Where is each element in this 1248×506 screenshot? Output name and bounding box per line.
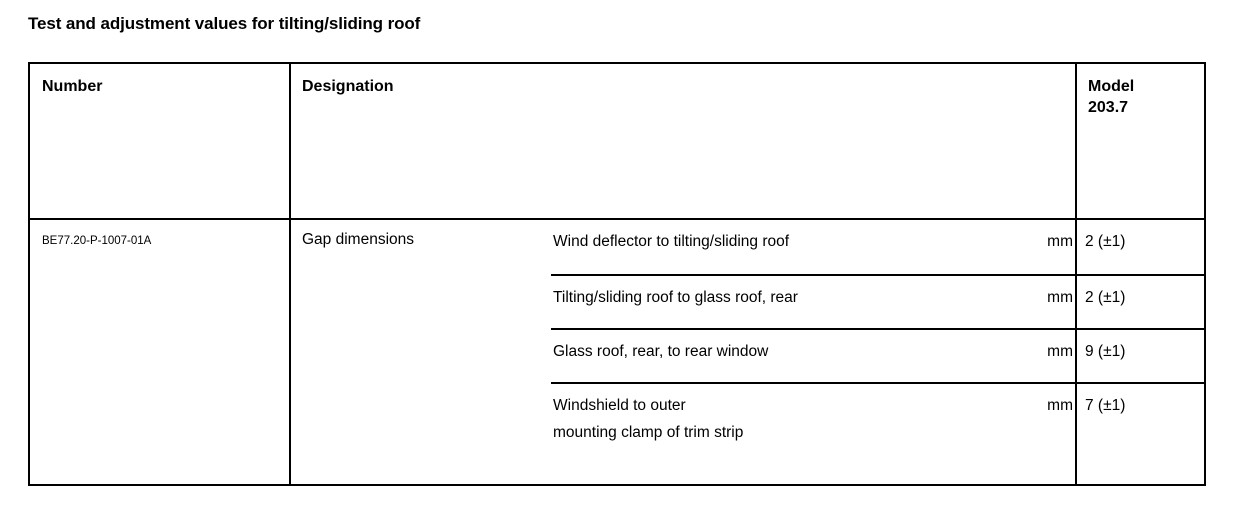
column-header-designation: Designation <box>302 78 394 95</box>
measurement-value: 2 (±1) <box>1085 233 1126 250</box>
measurement-value: 7 (±1) <box>1085 397 1126 414</box>
measurement-unit: mm <box>1047 289 1073 306</box>
measurement-list: Wind deflector to tilting/sliding roof m… <box>551 220 1204 484</box>
measurement-row-4: Windshield to outer mounting clamp of tr… <box>551 382 1204 488</box>
column-header-number: Number <box>42 78 103 95</box>
table-row: BE77.20-P-1007-01A Gap dimensions Wind d… <box>30 220 1204 484</box>
measurement-label: Windshield to outer mounting clamp of tr… <box>553 397 744 441</box>
cell-number-value: BE77.20-P-1007-01A <box>42 235 152 247</box>
measurement-label: Wind deflector to tilting/sliding roof <box>553 233 790 250</box>
column-header-model: Model 203.7 <box>1088 78 1135 116</box>
measurement-row-3: Glass roof, rear, to rear window mm 9 (±… <box>551 328 1204 382</box>
header-row-divider <box>30 218 1204 220</box>
spec-table: Number Designation Model 203.7 BE77.20-P… <box>28 62 1206 486</box>
measurement-row-1: Wind deflector to tilting/sliding roof m… <box>551 220 1204 274</box>
measurement-label: Glass roof, rear, to rear window <box>553 343 769 360</box>
measurement-value: 9 (±1) <box>1085 343 1126 360</box>
cell-designation-value: Gap dimensions <box>302 231 415 248</box>
measurement-row-2: Tilting/sliding roof to glass roof, rear… <box>551 274 1204 328</box>
measurement-unit: mm <box>1047 233 1073 250</box>
measurement-label: Tilting/sliding roof to glass roof, rear <box>553 289 798 306</box>
measurement-unit: mm <box>1047 397 1073 414</box>
measurement-unit: mm <box>1047 343 1073 360</box>
measurement-value: 2 (±1) <box>1085 289 1126 306</box>
column-divider-designation <box>289 64 291 484</box>
page-title: Test and adjustment values for tilting/s… <box>28 14 421 33</box>
